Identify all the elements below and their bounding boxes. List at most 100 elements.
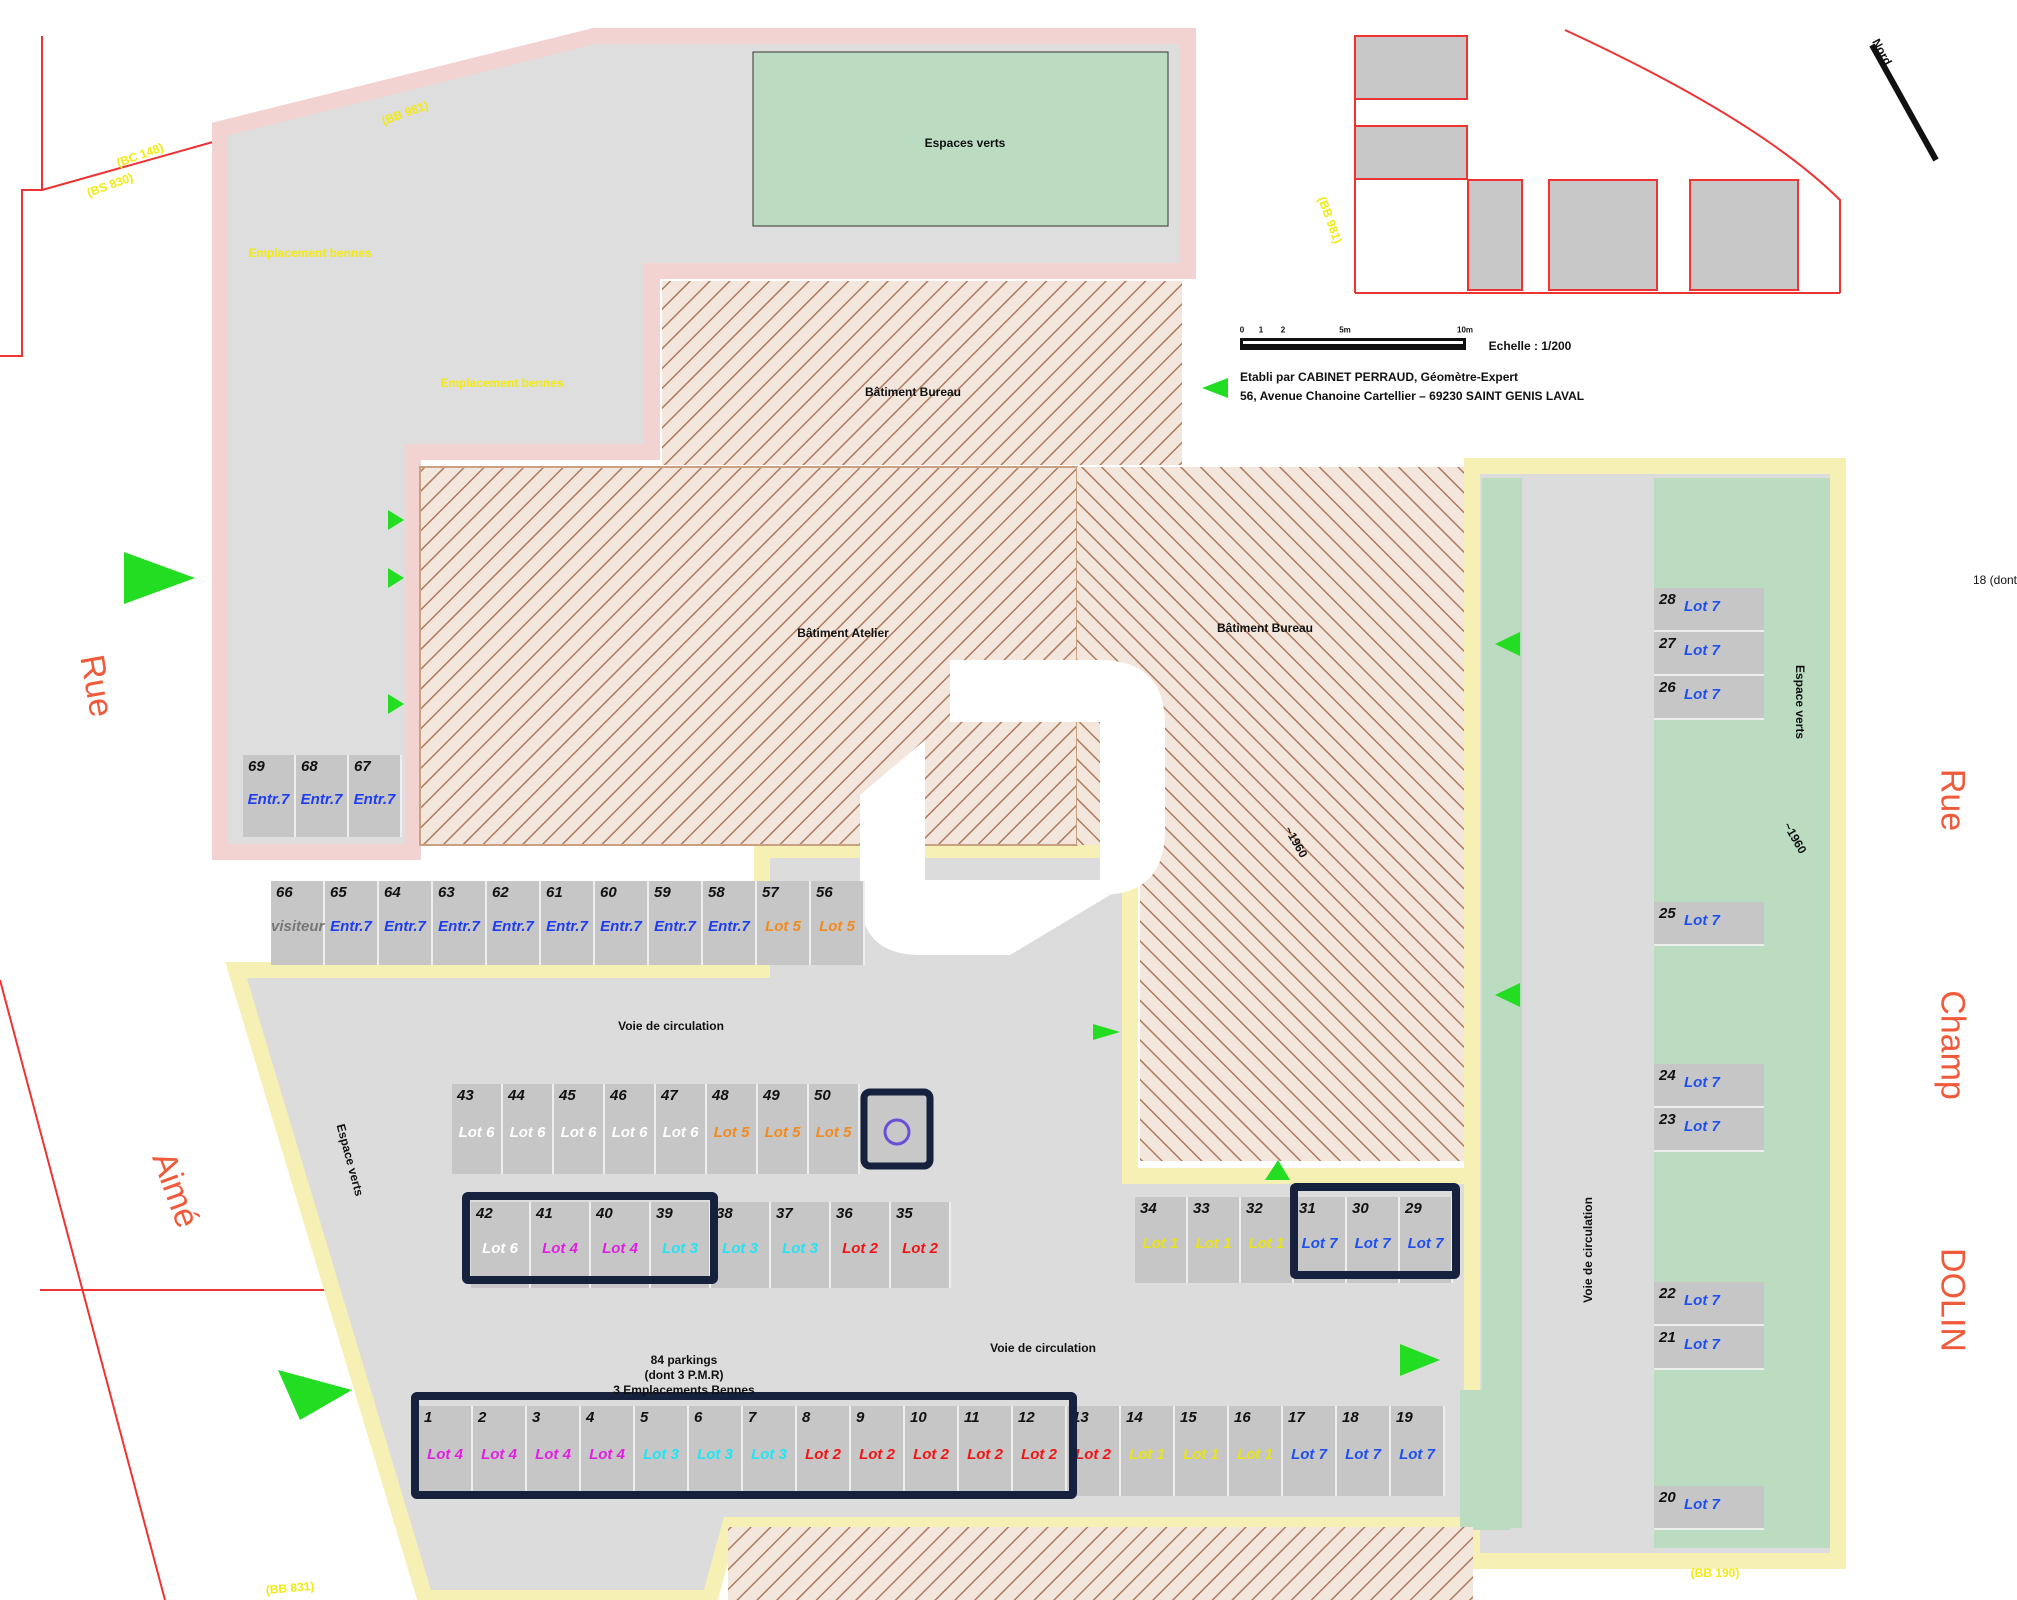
highlight-box-42-39 [462,1192,718,1284]
space-number: 20 [1659,1489,1676,1506]
space-number: 48 [712,1087,729,1104]
garages [1354,35,1799,291]
space-number: 21 [1659,1329,1676,1346]
space-lot-label: Entr.7 [600,917,642,935]
label-espaces-verts: Espaces verts [924,136,1006,150]
address-line: 56, Avenue Chanoine Cartellier – 69230 S… [1240,389,1585,403]
space-lot-label: Lot 7 [1684,642,1720,659]
space-number: 16 [1234,1409,1251,1426]
space-number: 23 [1659,1111,1676,1128]
space-number: 64 [384,884,401,901]
space-lot-label: Lot 2 [967,1445,1003,1463]
space-number: 22 [1659,1285,1676,1302]
space-lot-label: Lot 1 [1129,1445,1165,1463]
space-number: 33 [1193,1200,1210,1217]
space-lot-label: Lot 7 [1301,1234,1338,1252]
space-lot-label: Entr.7 [384,917,426,935]
space-lot-label: Entr.7 [330,917,372,935]
highlight-box-1-12 [411,1392,1077,1499]
highlight-box-31-29 [1290,1183,1460,1279]
label-batiment-bureau-right: Bâtiment Bureau [1216,621,1314,635]
space-lot-label: Lot 3 [751,1445,787,1463]
space-lot-label: Lot 3 [697,1445,733,1463]
scale-bar [1240,338,1466,350]
space-number: 38 [716,1205,733,1222]
space-number: 24 [1659,1067,1676,1084]
space-lot-label: Entr.7 [546,917,588,935]
space-lot-label: Lot 6 [482,1239,518,1257]
entrance-arrows [124,378,1520,1420]
space-lot-label: Lot 7 [1684,1496,1720,1513]
space-lot-label: Lot 6 [662,1123,699,1141]
space-number: 6 [694,1409,703,1426]
space-lot-label: Lot 7 [1407,1234,1444,1252]
space-lot-label: Lot 2 [805,1445,841,1463]
space-number: 27 [1659,635,1676,652]
space-number: 39 [656,1205,673,1222]
parking-space-27: 27 Lot 7 [1654,632,1764,676]
space-number: 36 [836,1205,853,1222]
space-lot-label: Lot 5 [815,1123,852,1141]
space-number: 42 [476,1205,493,1222]
street-right-rue: Rue [1933,768,1972,832]
space-lot-label: Lot 2 [1075,1445,1111,1463]
author-line: Etabli par CABINET PERRAUD, Géomètre-Exp… [1240,370,1519,384]
space-lot-label: Lot 2 [1021,1445,1057,1463]
watermark-logo [860,660,1165,955]
space-number: 31 [1299,1200,1316,1217]
space-number: 29 [1405,1200,1422,1217]
space-number: 2 [478,1409,487,1426]
space-number: 63 [438,884,455,901]
space-number: 60 [600,884,617,901]
space-lot-label: Lot 7 [1345,1445,1381,1463]
label-voie-circulation-1: Voie de circulation [618,1019,724,1033]
space-number: 3 [532,1409,541,1426]
space-lot-label: Lot 4 [481,1445,517,1463]
space-lot-label: Lot 7 [1354,1234,1391,1252]
space-number: 35 [896,1205,913,1222]
edge-note: 18 (dont [1972,573,2017,587]
space-lot-label: Lot 7 [1684,912,1720,929]
scale-tick: 2 [1280,325,1286,335]
space-lot-label: Lot 5 [765,917,801,935]
parking-space-20: 20 Lot 7 [1654,1486,1764,1530]
space-number: 49 [763,1087,780,1104]
scale-label: Echelle : 1/200 [1488,339,1572,353]
space-lot-label: Entr.7 [300,791,343,809]
space-lot-label: Lot 3 [722,1239,758,1257]
space-number: 18 [1342,1409,1359,1426]
space-number: 32 [1246,1200,1263,1217]
space-lot-label: Lot 1 [1248,1234,1285,1252]
label-voie-circulation-vertical: Voie de circulation [1581,1197,1595,1303]
space-lot-label: Lot 7 [1684,1336,1720,1353]
space-number: 14 [1126,1409,1143,1426]
space-number: 15 [1180,1409,1197,1426]
space-lot-label: Entr.7 [708,917,750,935]
space-number: 41 [536,1205,553,1222]
scale-tick: 10m [1456,325,1474,335]
space-number: 26 [1659,679,1676,696]
